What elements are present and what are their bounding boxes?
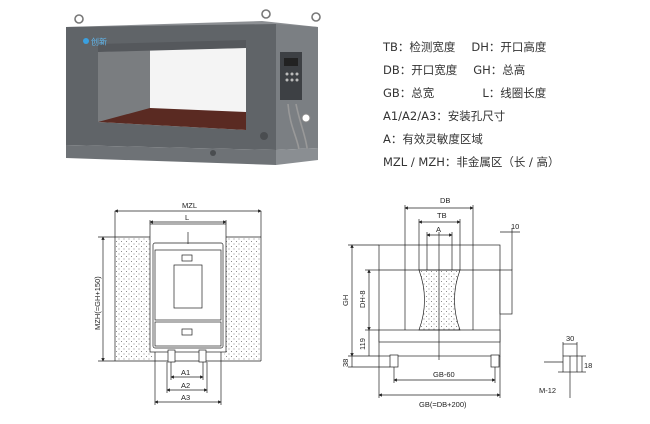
non-metal-zone-left xyxy=(115,237,152,361)
label-a1: A1 xyxy=(181,368,190,377)
label-gb60: GB-60 xyxy=(433,370,455,379)
label-gh: GH xyxy=(341,295,350,306)
label-119: 119 xyxy=(358,338,367,350)
metal-detector-photo: 创新 xyxy=(66,9,321,165)
label-db: DB xyxy=(440,196,450,205)
label-a2: A2 xyxy=(181,381,190,390)
legend-item: A1/A2/A3：安装孔尺寸 xyxy=(383,109,506,123)
control-box xyxy=(499,269,513,315)
label-10: 10 xyxy=(511,222,519,231)
cable-gland xyxy=(301,113,311,123)
lifting-eye-bolts xyxy=(74,9,321,24)
label-dh8: DH-8 xyxy=(358,290,367,308)
label-a3: A3 xyxy=(181,393,190,402)
left-drawing-labels: MZL L MZH(=GH+150) A1 A2 A3 xyxy=(93,201,197,402)
right-drawing-labels: DB TB A 10 GH DH-8 119 38 GB-60 GB(=DB+2… xyxy=(341,196,519,409)
label-tb: TB xyxy=(437,211,447,220)
tunnel-floor xyxy=(98,108,246,130)
non-metal-zone-right xyxy=(224,237,261,361)
label-m12: M-12 xyxy=(539,386,556,395)
label-38: 38 xyxy=(341,359,350,367)
label-a: A xyxy=(436,225,441,234)
base-frame xyxy=(66,145,276,165)
sensitive-zone xyxy=(418,269,461,331)
label-l: L xyxy=(185,213,189,222)
label-gb: GB(=DB+200) xyxy=(419,400,467,409)
label-mzl: MZL xyxy=(182,201,197,210)
label-18: 18 xyxy=(584,361,592,370)
bolt-detail xyxy=(544,342,586,398)
label-mzh: MZH(=GH+150) xyxy=(93,276,102,330)
left-drawing xyxy=(98,209,262,405)
right-drawing xyxy=(348,205,520,398)
legend-item: MZL / MZH：非金属区（长 / 高） xyxy=(383,155,560,169)
bolt-detail-labels: 30 18 M-12 xyxy=(539,334,592,395)
brand-logo-text: 创新 xyxy=(91,37,107,47)
legend-item: A：有效灵敏度区域 xyxy=(383,132,483,146)
label-30: 30 xyxy=(566,334,574,343)
